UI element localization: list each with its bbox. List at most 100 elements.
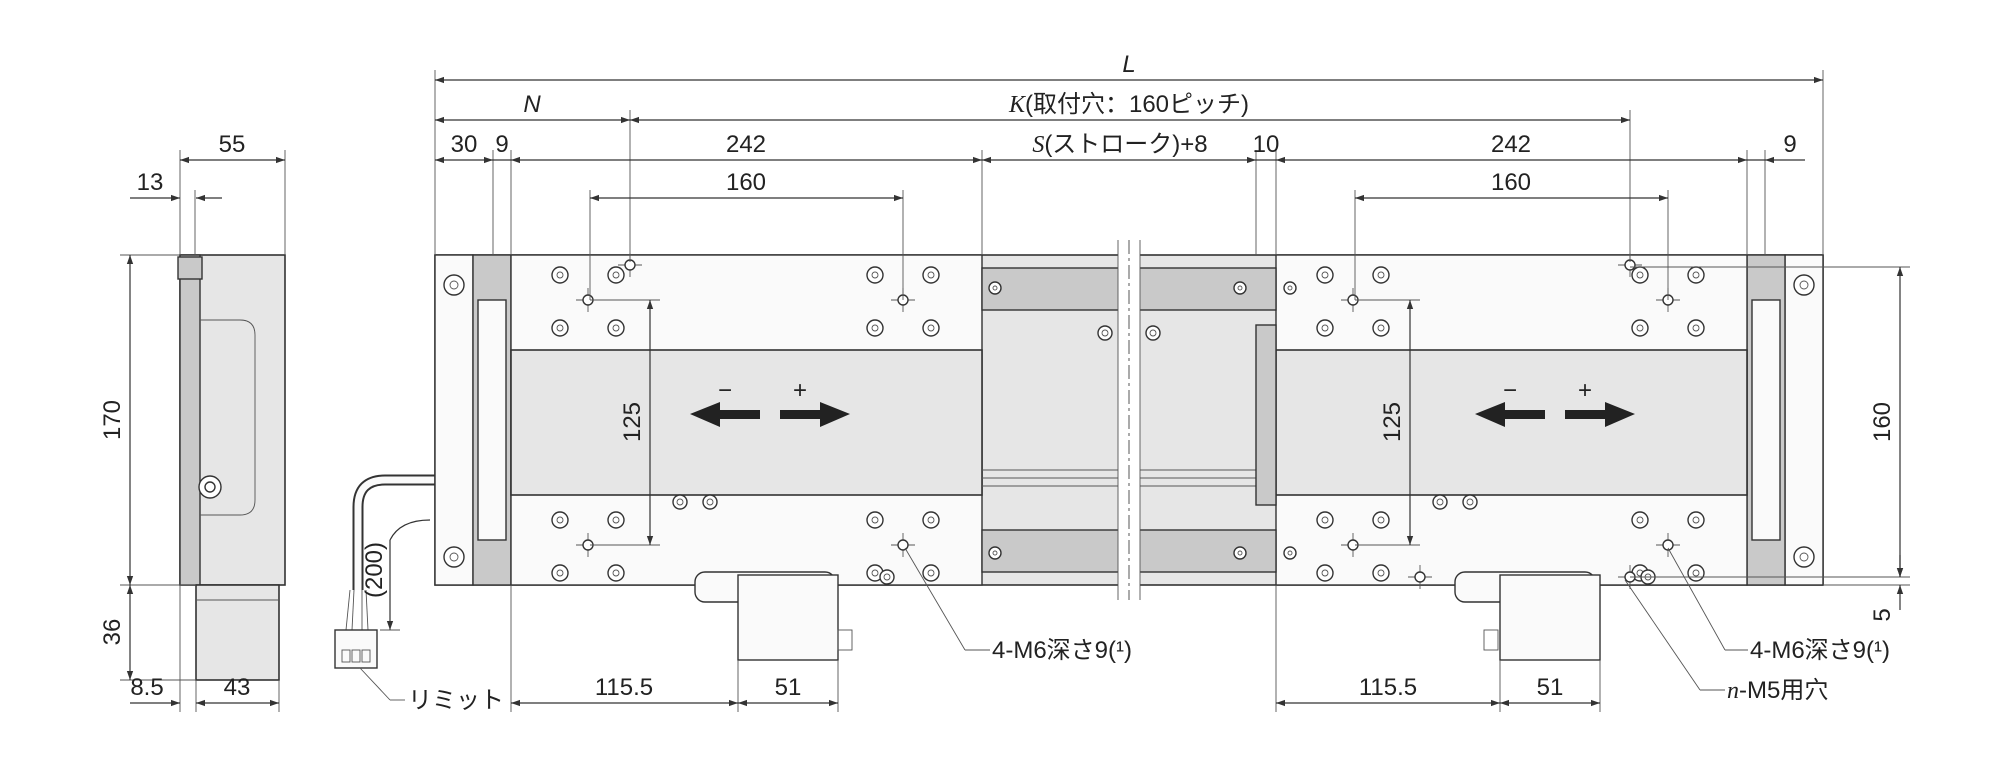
mounting-hole (1631, 511, 1649, 529)
plus-left: + (793, 377, 807, 404)
mounting-hole (1687, 511, 1705, 529)
dim-K: K(取付穴：160ピッチ) (1008, 91, 1249, 118)
mounting-hole (1372, 511, 1390, 529)
mounting-hole (1687, 319, 1705, 337)
mounting-hole-inner (556, 324, 564, 332)
mounting-hole (607, 319, 625, 337)
dim-200: (200) (361, 542, 388, 598)
mounting-hole (607, 511, 625, 529)
mounting-hole-inner (871, 569, 879, 577)
mounting-hole-inner (927, 569, 935, 577)
dim-160-right: 160 (1491, 169, 1531, 196)
dim-36: 36 (99, 619, 126, 646)
mounting-hole (1631, 319, 1649, 337)
plus-right: + (1578, 377, 1592, 404)
mounting-hole-inner (556, 271, 564, 279)
callout-m5: n-M5用穴 (1727, 677, 1828, 704)
mounting-hole-inner (871, 324, 879, 332)
rail-bolt-inner (1287, 550, 1293, 556)
mounting-hole (551, 564, 569, 582)
mounting-hole-inner (612, 516, 620, 524)
mounting-hole-inner (1149, 329, 1157, 337)
mounting-hole (1432, 494, 1448, 510)
tapped-hole-m6-circle (897, 539, 909, 551)
mounting-hole-inner (927, 516, 935, 524)
mounting-hole-inner (1692, 516, 1700, 524)
mounting-hole (1462, 494, 1478, 510)
mounting-hole-inner (1692, 324, 1700, 332)
side-view-dimensions: 55 13 170 36 8.5 43 (99, 131, 286, 712)
mounting-hole-inner (556, 569, 564, 577)
vertical-dimensions: 125 125 160 5 (590, 266, 1910, 622)
dim-9-right: 9 (1783, 131, 1796, 158)
bottom-dimensions: 115.5 51 115.5 51 (510, 585, 1601, 712)
rail-bolt-inner (1237, 285, 1243, 291)
mounting-hole (672, 494, 688, 510)
mounting-hole-inner (883, 573, 891, 581)
dim-160-vertical: 160 (1869, 402, 1896, 442)
mounting-hole-inner (871, 516, 879, 524)
mounting-hole (1145, 325, 1161, 341)
m5-hole-circle (1414, 571, 1426, 583)
mounting-hole-inner (1377, 271, 1385, 279)
mounting-hole-inner (1321, 324, 1329, 332)
mounting-hole-inner (1377, 516, 1385, 524)
mounting-hole-inner (1692, 271, 1700, 279)
rail-bolt (1233, 281, 1247, 295)
mounting-hole-inner (927, 324, 935, 332)
top-dimensions: L N K(取付穴：160ピッチ) 30 9 242 S(ストローク)+8 10… (434, 51, 1824, 300)
callout-m6-right: 4-M6深さ9(¹) (1750, 637, 1890, 664)
mounting-hole-inner (1321, 516, 1329, 524)
mounting-hole-inner (927, 271, 935, 279)
mounting-hole (922, 266, 940, 284)
dim-51-left: 51 (775, 674, 802, 701)
mounting-hole-inner (1636, 324, 1644, 332)
rail-bolt-inner (992, 550, 998, 556)
dim-242-right: 242 (1491, 131, 1531, 158)
mounting-hole-inner (1377, 324, 1385, 332)
mounting-hole-inner (612, 569, 620, 577)
mounting-hole (879, 569, 895, 585)
mounting-hole (1631, 266, 1649, 284)
rail-bolt (988, 281, 1002, 295)
mounting-hole (866, 319, 884, 337)
mounting-hole (1316, 564, 1334, 582)
mounting-hole (551, 319, 569, 337)
dim-115-5-right: 115.5 (1359, 674, 1417, 701)
dim-55: 55 (219, 131, 246, 158)
dim-L: L (1122, 51, 1135, 78)
mounting-hole-inner (1466, 498, 1474, 506)
mounting-hole (922, 511, 940, 529)
mounting-hole (1372, 564, 1390, 582)
mounting-hole (551, 511, 569, 529)
mounting-hole (922, 564, 940, 582)
mounting-hole-inner (1321, 271, 1329, 279)
mounting-hole-inner (676, 498, 684, 506)
mounting-hole-inner (612, 324, 620, 332)
mounting-hole (607, 266, 625, 284)
mounting-hole-inner (612, 271, 620, 279)
minus-right: − (1503, 377, 1517, 404)
dim-125-left: 125 (619, 402, 646, 442)
rail-bolt (1233, 546, 1247, 560)
tapped-hole-m6-circle (1662, 539, 1674, 551)
mounting-hole-inner (1377, 569, 1385, 577)
mounting-hole (551, 266, 569, 284)
mounting-hole (922, 319, 940, 337)
rail-bolt (988, 546, 1002, 560)
mounting-hole (1372, 319, 1390, 337)
mounting-hole (1316, 266, 1334, 284)
minus-left: − (718, 377, 732, 404)
mounting-hole (607, 564, 625, 582)
dim-51-right: 51 (1537, 674, 1564, 701)
dim-125-right: 125 (1379, 402, 1406, 442)
mounting-hole-inner (871, 271, 879, 279)
mounting-hole-inner (1101, 329, 1109, 337)
dim-9-left: 9 (495, 131, 508, 158)
dim-242-left: 242 (726, 131, 766, 158)
rail-bolt (1283, 281, 1297, 295)
mounting-hole (1687, 564, 1705, 582)
rail-bolt (1283, 546, 1297, 560)
mounting-hole (1372, 266, 1390, 284)
callout-m6-left: 4-M6深さ9(¹) (992, 637, 1132, 664)
